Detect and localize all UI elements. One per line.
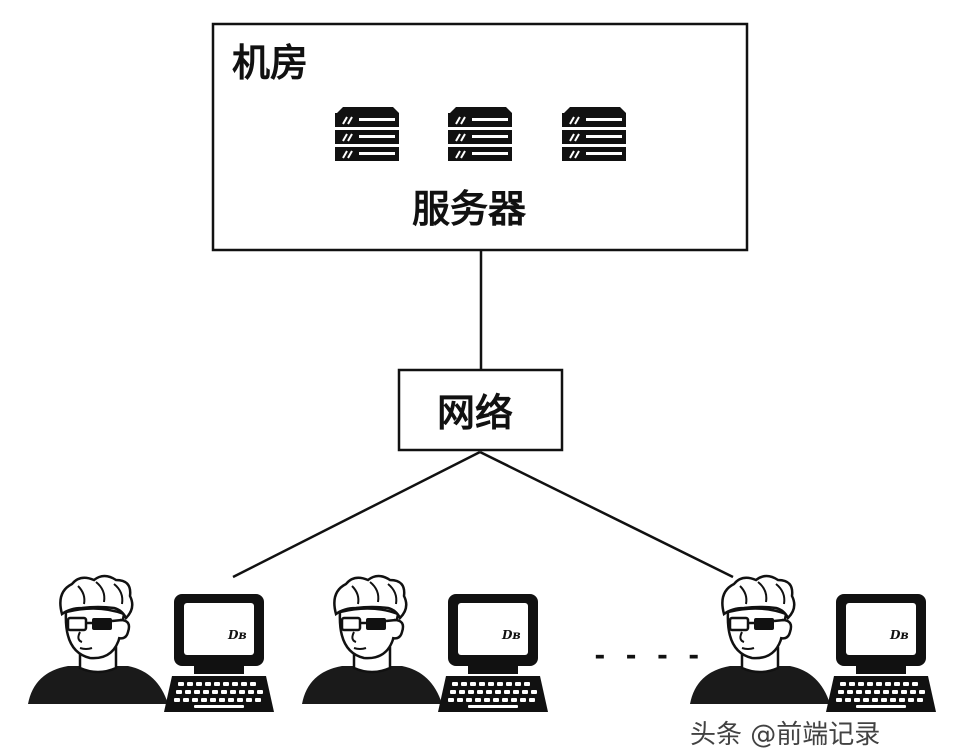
server-rack-icon [561, 106, 627, 162]
servers-label: 服务器 [412, 187, 527, 231]
server-rack-icon [334, 106, 400, 162]
ellipsis-dashes: - - - - [592, 641, 702, 671]
network-box [397, 368, 564, 452]
machine-room-label: 机房 [232, 41, 309, 85]
user-with-glasses-icon [26, 574, 170, 706]
retro-computer-icon [826, 594, 936, 712]
network-link-left [232, 450, 481, 579]
server-rack-icon [447, 106, 513, 162]
retro-computer-icon [164, 594, 274, 712]
watermark-text: 头条 @前端记录 [690, 720, 881, 750]
network-link-right [479, 450, 734, 579]
user-with-glasses-icon [688, 574, 832, 706]
network-label: 网络 [437, 391, 514, 435]
retro-computer-icon [438, 594, 548, 712]
user-with-glasses-icon [300, 574, 444, 706]
